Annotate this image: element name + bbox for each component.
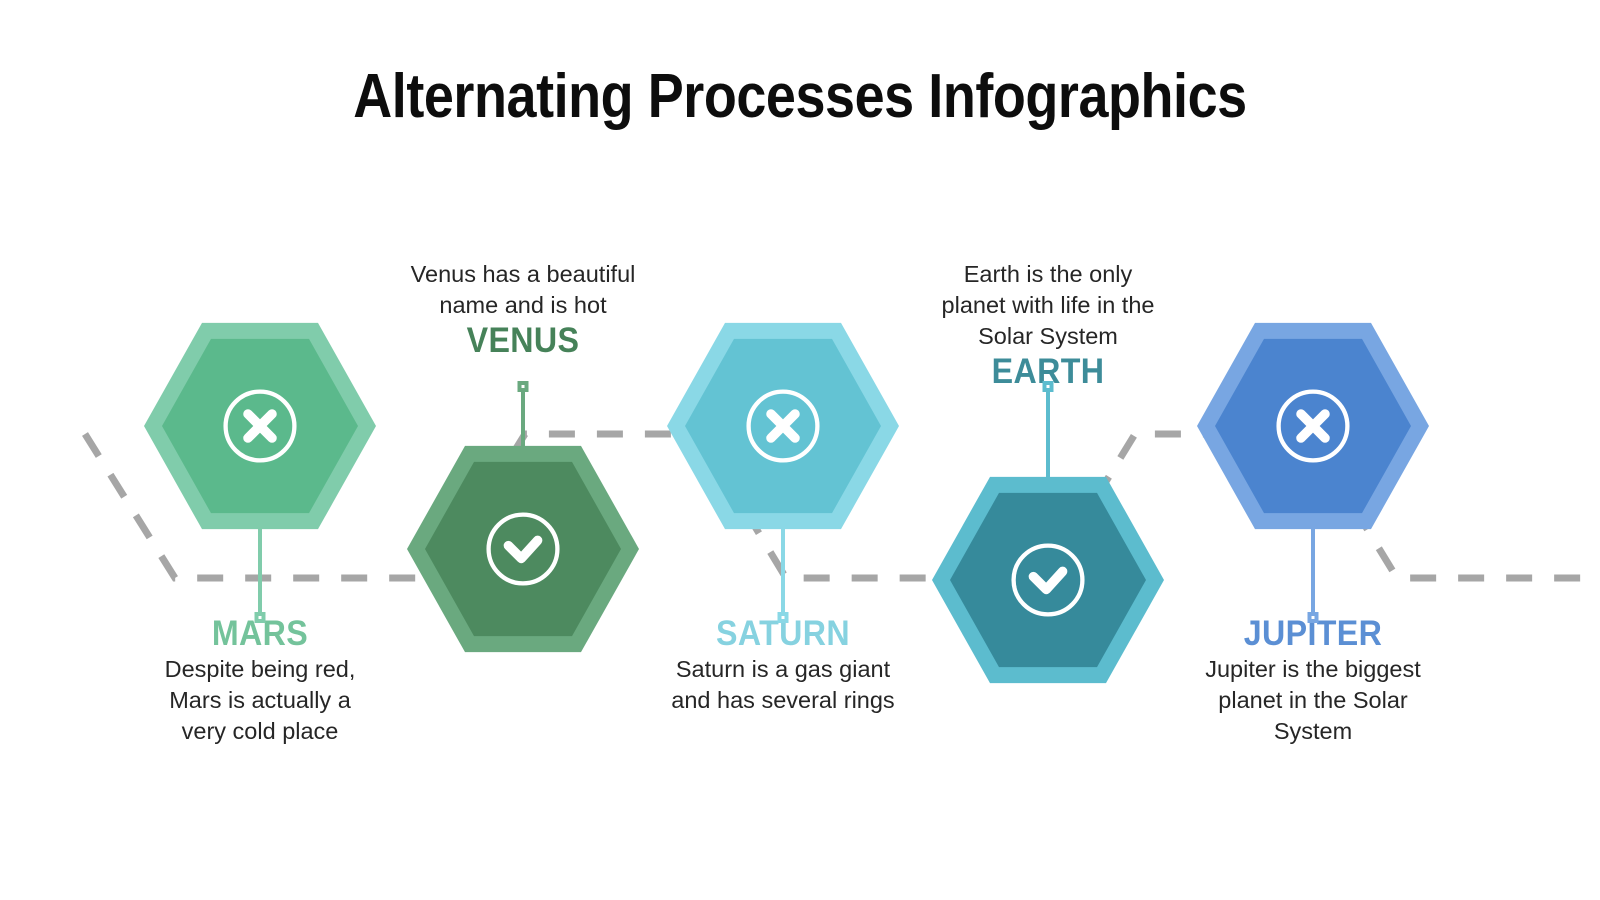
planet-description: Despite being red, Mars is actually a ve… bbox=[164, 656, 356, 744]
connector-endpoint-marker bbox=[517, 381, 529, 392]
circle-x-icon bbox=[223, 389, 297, 463]
circle-check-icon bbox=[1011, 543, 1085, 617]
planet-description: Jupiter is the biggest planet in the Sol… bbox=[1205, 656, 1421, 744]
planet-label: VENUS bbox=[466, 321, 580, 360]
page-title: Alternating Processes Infographics bbox=[353, 62, 1247, 131]
hexagon-badge[interactable] bbox=[144, 320, 376, 532]
circle-x-icon bbox=[1276, 389, 1350, 463]
hexagon-badge[interactable] bbox=[407, 443, 639, 655]
stem-spacer bbox=[1143, 532, 1483, 612]
connector-endpoint-marker bbox=[1042, 381, 1054, 392]
connector-endpoint-marker bbox=[1307, 612, 1319, 623]
circle-x-icon bbox=[746, 389, 820, 463]
circle-check-icon bbox=[486, 512, 560, 586]
planet-description: Saturn is a gas giant and has several ri… bbox=[671, 656, 895, 713]
hexagon-badge[interactable] bbox=[1197, 320, 1429, 532]
connector-endpoint-marker bbox=[777, 612, 789, 623]
hexagon-badge[interactable] bbox=[932, 474, 1164, 686]
planet-description: Earth is the only planet with life in th… bbox=[941, 261, 1155, 349]
connector-endpoint-marker bbox=[254, 612, 266, 623]
hexagon-badge[interactable] bbox=[667, 320, 899, 532]
planet-description: Venus has a beautiful name and is hot bbox=[410, 261, 636, 318]
